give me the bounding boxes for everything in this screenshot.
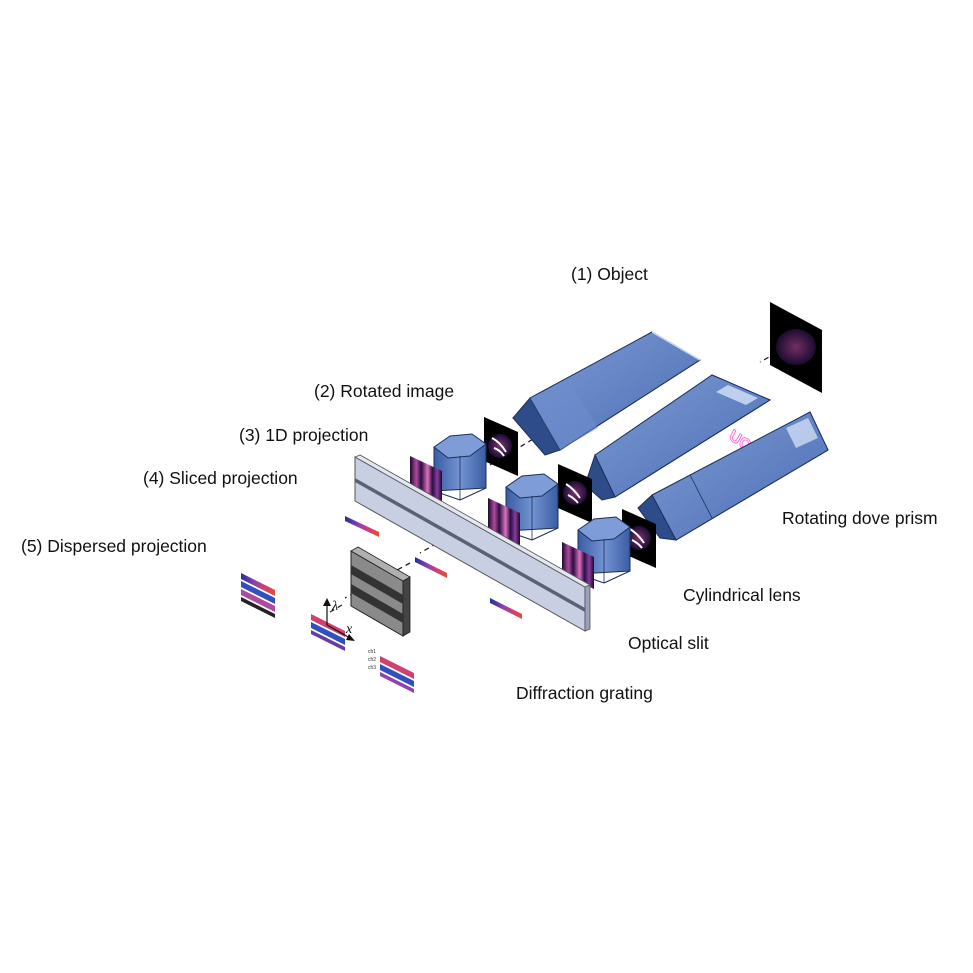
dove-prism-1: [512, 331, 701, 456]
label-rotated-image: (2) Rotated image: [314, 381, 454, 401]
dove-prism-2: [584, 374, 772, 501]
sliced-projection-segments: [345, 516, 522, 619]
label-optical-slit: Optical slit: [628, 633, 709, 653]
dispersed-projection-left: [241, 573, 275, 618]
lambda-x-axes: [323, 598, 355, 641]
label-dispersed-projection: (5) Dispersed projection: [21, 536, 207, 556]
dispersed-projection-right: ch1 ch2 ch3: [368, 649, 414, 693]
label-diffraction-grating: Diffraction grating: [516, 683, 653, 703]
channel-label-3: ch3: [368, 665, 376, 671]
label-dove-prism: Rotating dove prism: [782, 508, 938, 528]
rotated-image-2: [558, 464, 592, 523]
label-object: (1) Object: [571, 264, 648, 284]
rotated-image-1: [484, 417, 518, 476]
axis-lambda-label: λ: [331, 599, 338, 614]
label-1d-projection: (3) 1D projection: [239, 425, 368, 445]
diffraction-grating: [350, 546, 411, 637]
channel-label-2: ch2: [368, 657, 376, 663]
dove-prism-3: [637, 411, 829, 541]
channel-label-1: ch1: [368, 649, 376, 655]
axis-x-label: x: [345, 622, 353, 637]
cylindrical-lens-1: [433, 433, 487, 501]
optical-slit: [354, 454, 591, 632]
label-sliced-projection: (4) Sliced projection: [143, 468, 298, 488]
label-cylindrical-lens: Cylindrical lens: [683, 585, 801, 605]
